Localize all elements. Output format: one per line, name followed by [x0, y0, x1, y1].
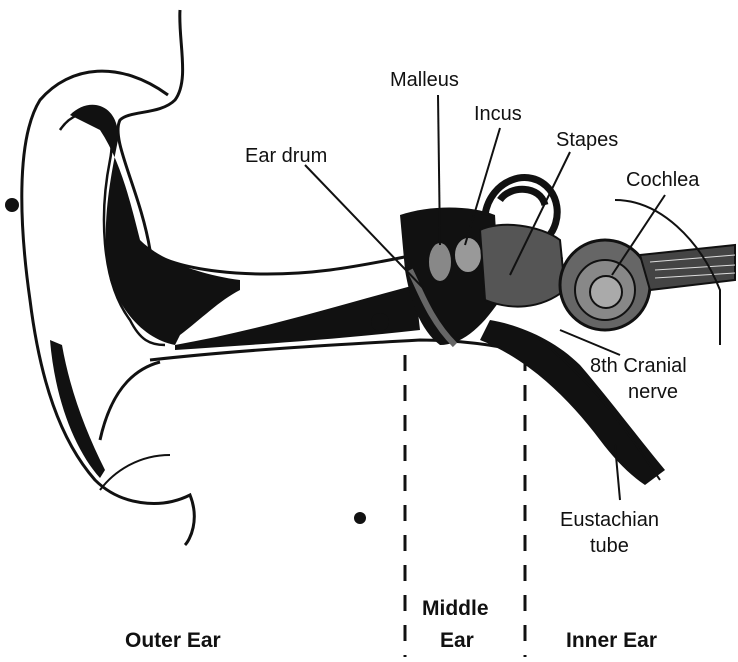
- region-inner-ear: Inner Ear: [566, 630, 657, 651]
- label-ear-drum: Ear drum: [245, 146, 327, 166]
- ink-spot: [371, 313, 389, 331]
- label-cochlea: Cochlea: [626, 170, 699, 190]
- label-cranial-nerve-1: 8th Cranial: [590, 356, 687, 376]
- label-cranial-nerve-2: nerve: [628, 382, 678, 402]
- vestibule: [480, 225, 565, 307]
- label-stapes: Stapes: [556, 130, 618, 150]
- concha: [70, 105, 240, 345]
- label-incus: Incus: [474, 104, 522, 124]
- ear-canal-outer-wall: [100, 362, 160, 440]
- leader-cranial-nerve: [560, 330, 620, 355]
- ink-spot: [5, 198, 19, 212]
- lower-skin-line: [100, 455, 170, 490]
- label-eustachian-1: Eustachian: [560, 510, 659, 530]
- label-eustachian-2: tube: [590, 536, 629, 556]
- incus-bone: [454, 237, 482, 273]
- malleus-bone: [428, 242, 452, 282]
- region-outer-ear: Outer Ear: [125, 630, 221, 651]
- cochlea-turn-3: [590, 276, 622, 308]
- label-malleus: Malleus: [390, 70, 459, 90]
- ink-spot: [354, 512, 366, 524]
- region-middle-ear-1: Middle: [422, 598, 489, 619]
- region-middle-ear-2: Ear: [440, 630, 474, 651]
